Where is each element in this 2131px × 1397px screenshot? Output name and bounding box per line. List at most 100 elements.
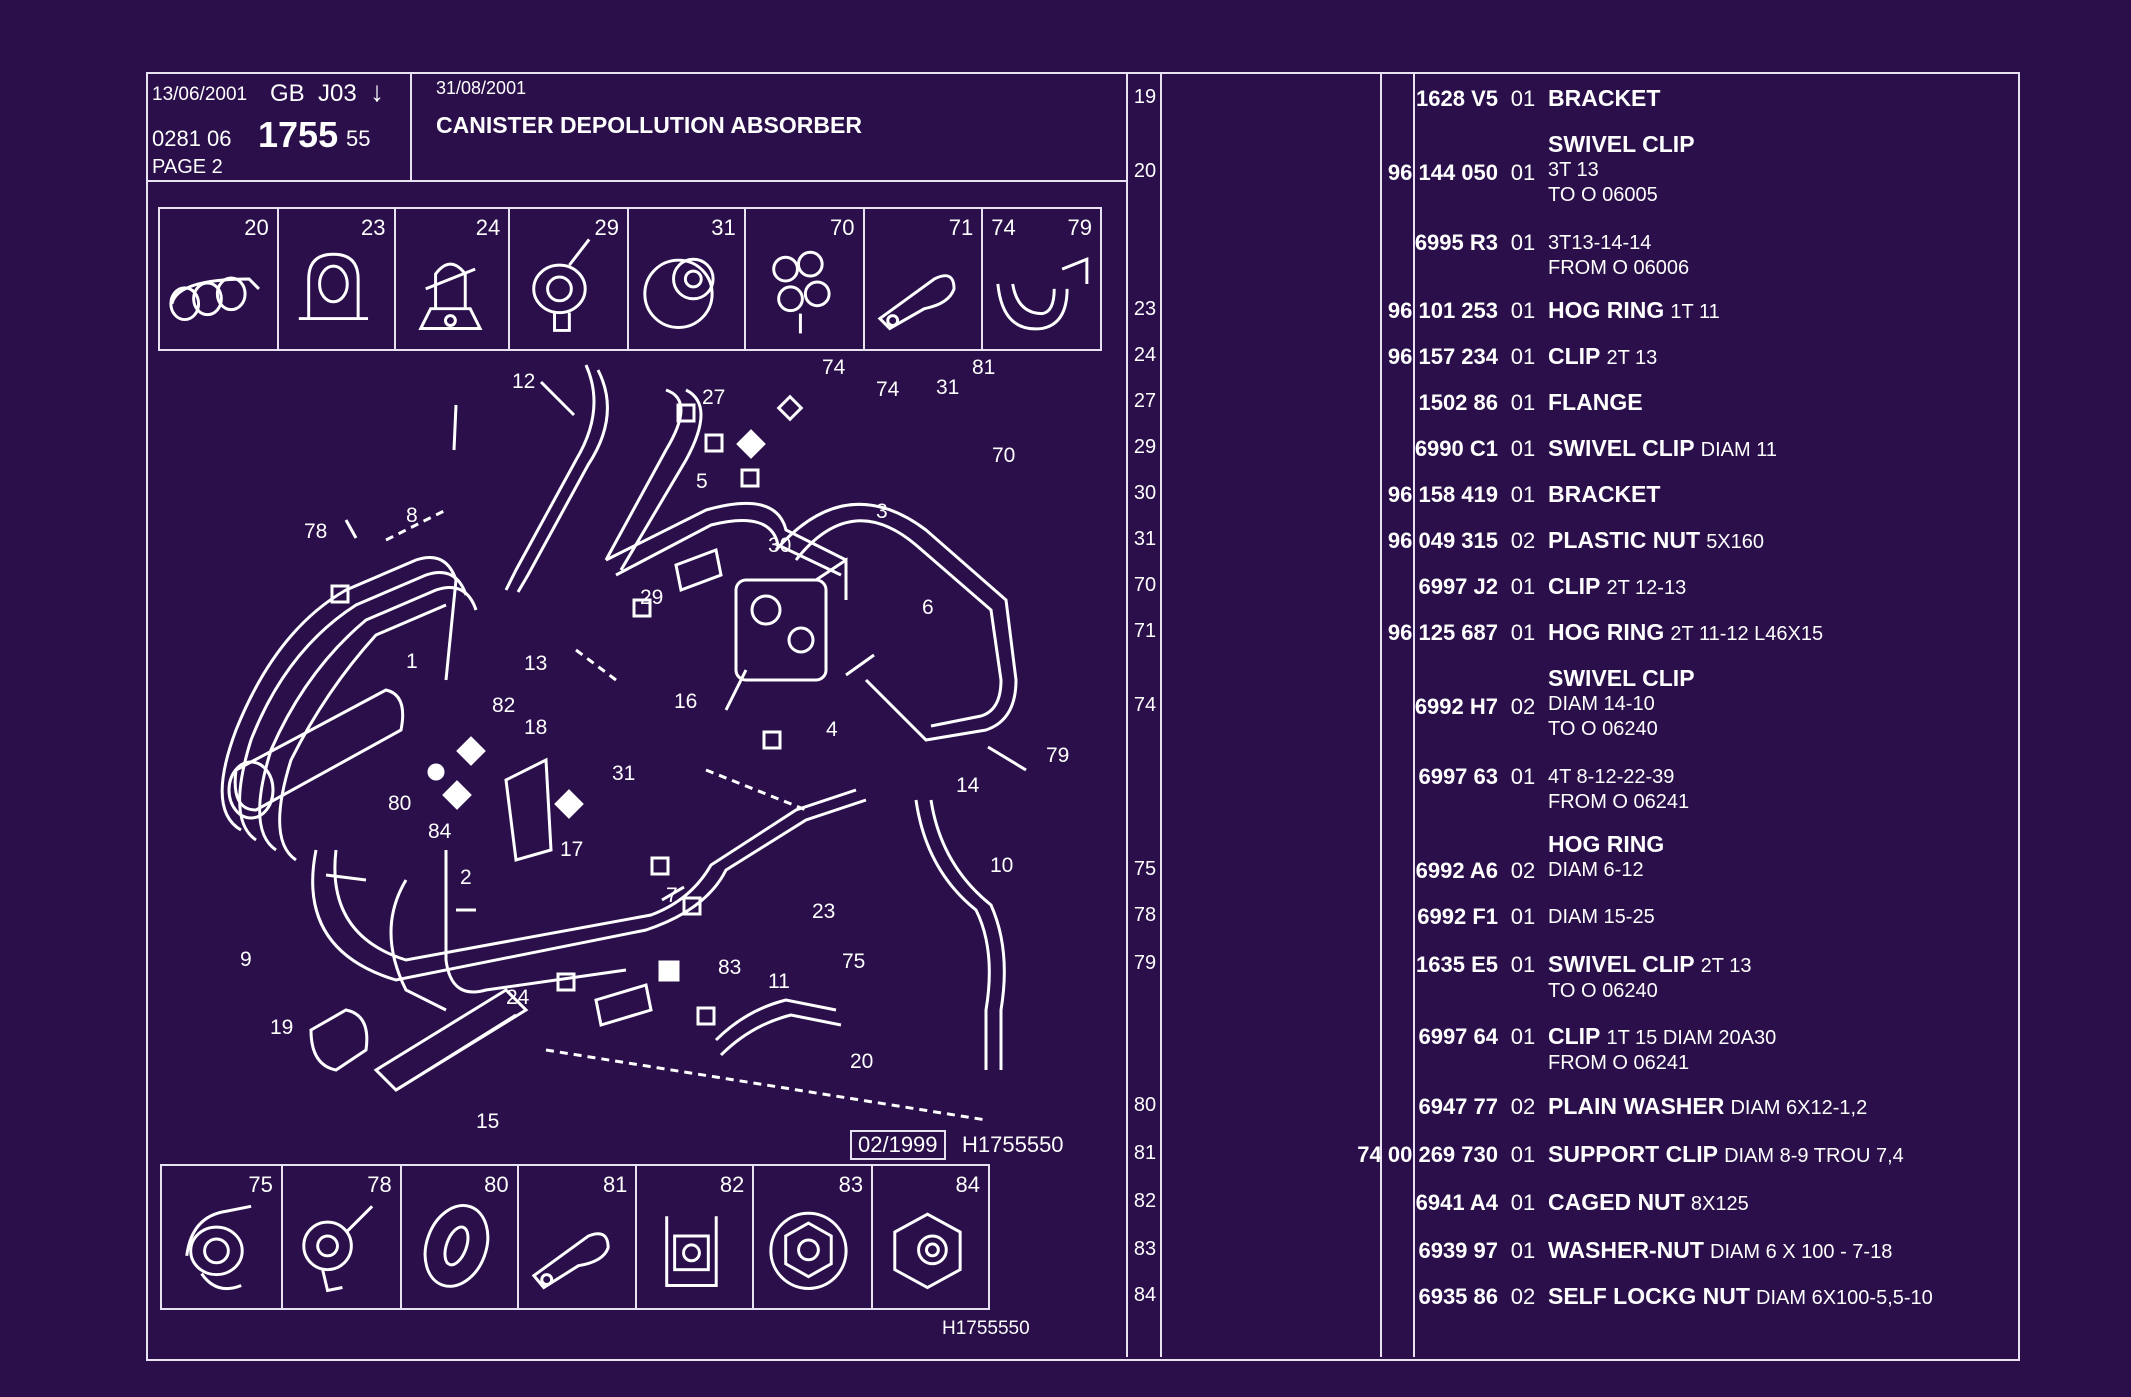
part-number: 6997 64 [1418, 1024, 1498, 1049]
callout-19: 19 [270, 1016, 294, 1039]
row-ref: 74 [1133, 694, 1157, 716]
callout-11: 11 [768, 970, 790, 993]
part-number: 74 00 269 730 [1357, 1142, 1498, 1167]
callout-30: 30 [768, 534, 792, 557]
thumb-part-81[interactable]: 81 [519, 1166, 638, 1308]
thumb-label: 74 [991, 215, 1016, 240]
part-desc: FLANGE [1548, 390, 1643, 415]
part-detail: 2T 13 [1700, 955, 1752, 977]
part-qty: 01 [1510, 1190, 1536, 1215]
row-ref: 84 [1133, 1284, 1157, 1306]
part-name: PLASTIC NUT [1548, 527, 1701, 553]
thumb-part-71[interactable]: 71 [865, 209, 984, 349]
part-detail: TO O 06240 [1548, 980, 1658, 1002]
thumb-part-24[interactable]: 24 [396, 209, 511, 349]
part-qty: 01 [1510, 952, 1536, 977]
hog-ring-icon [185, 1204, 252, 1290]
hog-ring-icon [298, 252, 368, 321]
thumb-part-20[interactable]: 20 [160, 209, 279, 349]
part-number: 6941 A4 [1415, 1190, 1498, 1215]
reference-suffix: 55 [346, 126, 371, 151]
issue-date: 13/06/2001 [152, 84, 248, 105]
thumb-part-82[interactable]: 82 [637, 1166, 755, 1308]
row-ref: 79 [1133, 952, 1157, 974]
part-number: 6992 F1 [1417, 904, 1498, 929]
callout-10: 10 [990, 854, 1014, 877]
purge-valve[interactable] [724, 557, 848, 711]
swivel-clip-icon [996, 257, 1089, 331]
part-detail: DIAM 6X100-5,5-10 [1756, 1287, 1933, 1309]
callout-17: 17 [560, 838, 584, 861]
callout-3: 3 [876, 500, 888, 523]
callout-31: 31 [936, 376, 960, 399]
parts-table: 19 1628 V5 01 BRACKET 20 96 144 050 01 S… [1128, 72, 2016, 1357]
part-number: 6995 R3 [1414, 230, 1498, 255]
part-name: PLAIN WASHER [1548, 1093, 1725, 1119]
row-ref: 29 [1133, 436, 1157, 458]
part-desc: SELF LOCKG NUT DIAM 6X100-5,5-10 [1548, 1284, 1933, 1310]
part-detail: 3T13-14-14 [1548, 232, 1652, 254]
callout-84: 84 [428, 820, 452, 843]
language-code: GB [270, 80, 305, 107]
row-ref: 30 [1133, 482, 1157, 504]
part-name: SWIVEL CLIP [1548, 665, 1695, 691]
callout-16: 16 [674, 690, 698, 713]
part-detail: DIAM 11 [1700, 439, 1777, 461]
part-name: SELF LOCKG NUT [1548, 1283, 1750, 1309]
part-number: 6992 H7 [1414, 694, 1498, 719]
part-name: CLIP [1548, 573, 1601, 599]
callout-18: 18 [524, 716, 548, 739]
thumb-part-80[interactable]: 80 [402, 1166, 519, 1308]
thumb-part-29[interactable]: 29 [510, 209, 630, 349]
part-qty: 01 [1510, 436, 1536, 461]
part-qty: 01 [1510, 620, 1536, 645]
thumb-part-31[interactable]: 31 [629, 209, 746, 349]
thumb-part-78[interactable]: 78 [283, 1166, 402, 1308]
thumb-part-70[interactable]: 70 [746, 209, 865, 349]
thumb-label: 82 [719, 1172, 745, 1197]
part-desc: BRACKET [1548, 482, 1660, 507]
header-vdivider [410, 72, 412, 182]
canister-absorber[interactable] [227, 688, 405, 820]
clip-icon [302, 1205, 374, 1293]
part-qty: 01 [1510, 482, 1536, 507]
part-qty: 02 [1510, 694, 1536, 719]
part-name: FLANGE [1548, 389, 1643, 415]
part-desc: PLASTIC NUT 5X160 [1548, 528, 1764, 554]
part-number: 6935 86 [1418, 1284, 1498, 1309]
part-number: 96 125 687 [1387, 620, 1498, 645]
part-qty: 02 [1510, 1284, 1536, 1309]
row-ref: 75 [1133, 858, 1157, 880]
part-detail: DIAM 8-9 TROU 7,4 [1724, 1145, 1904, 1167]
plastic-nut-icon [643, 257, 715, 329]
thumb-label: 71 [948, 215, 974, 240]
ref-col-divider [1160, 72, 1162, 1357]
row-ref: 71 [1133, 620, 1157, 642]
row-ref: 80 [1133, 1094, 1157, 1116]
part-name: BRACKET [1548, 481, 1661, 507]
part-qty: 01 [1510, 86, 1536, 111]
reference-prefix: 0281 06 [152, 126, 232, 151]
part-detail: 2T 11-12 L46X15 [1670, 623, 1824, 645]
callout-81: 81 [972, 356, 996, 379]
row-ref: 20 [1133, 160, 1157, 182]
thumb-part-23[interactable]: 23 [279, 209, 396, 349]
revision-date: 31/08/2001 [436, 78, 527, 98]
callout-70: 70 [992, 444, 1016, 467]
thumb-part-84[interactable]: 84 [873, 1166, 988, 1308]
part-desc: CLIP 2T 13 [1548, 344, 1657, 370]
part-name: BRACKET [1548, 85, 1661, 111]
part-number: 96 101 253 [1387, 298, 1498, 323]
thumb-part-75[interactable]: 75 [162, 1166, 283, 1308]
part-qty: 01 [1510, 230, 1536, 255]
part-name: SWIVEL CLIP [1548, 435, 1695, 461]
caged-nut-icon [665, 1216, 719, 1288]
part-desc: HOG RING 2T 11-12 L46X15 [1548, 620, 1823, 646]
row-ref: 31 [1133, 528, 1157, 550]
thumb-label: 23 [361, 215, 386, 240]
part-number: 1635 E5 [1416, 952, 1498, 977]
thumb-part-74-79[interactable]: 74 79 [983, 209, 1100, 349]
part-qty: 01 [1510, 904, 1536, 929]
thumb-part-83[interactable]: 83 [754, 1166, 874, 1308]
part-detail: 1T 15 DIAM 20A30 [1606, 1027, 1777, 1049]
